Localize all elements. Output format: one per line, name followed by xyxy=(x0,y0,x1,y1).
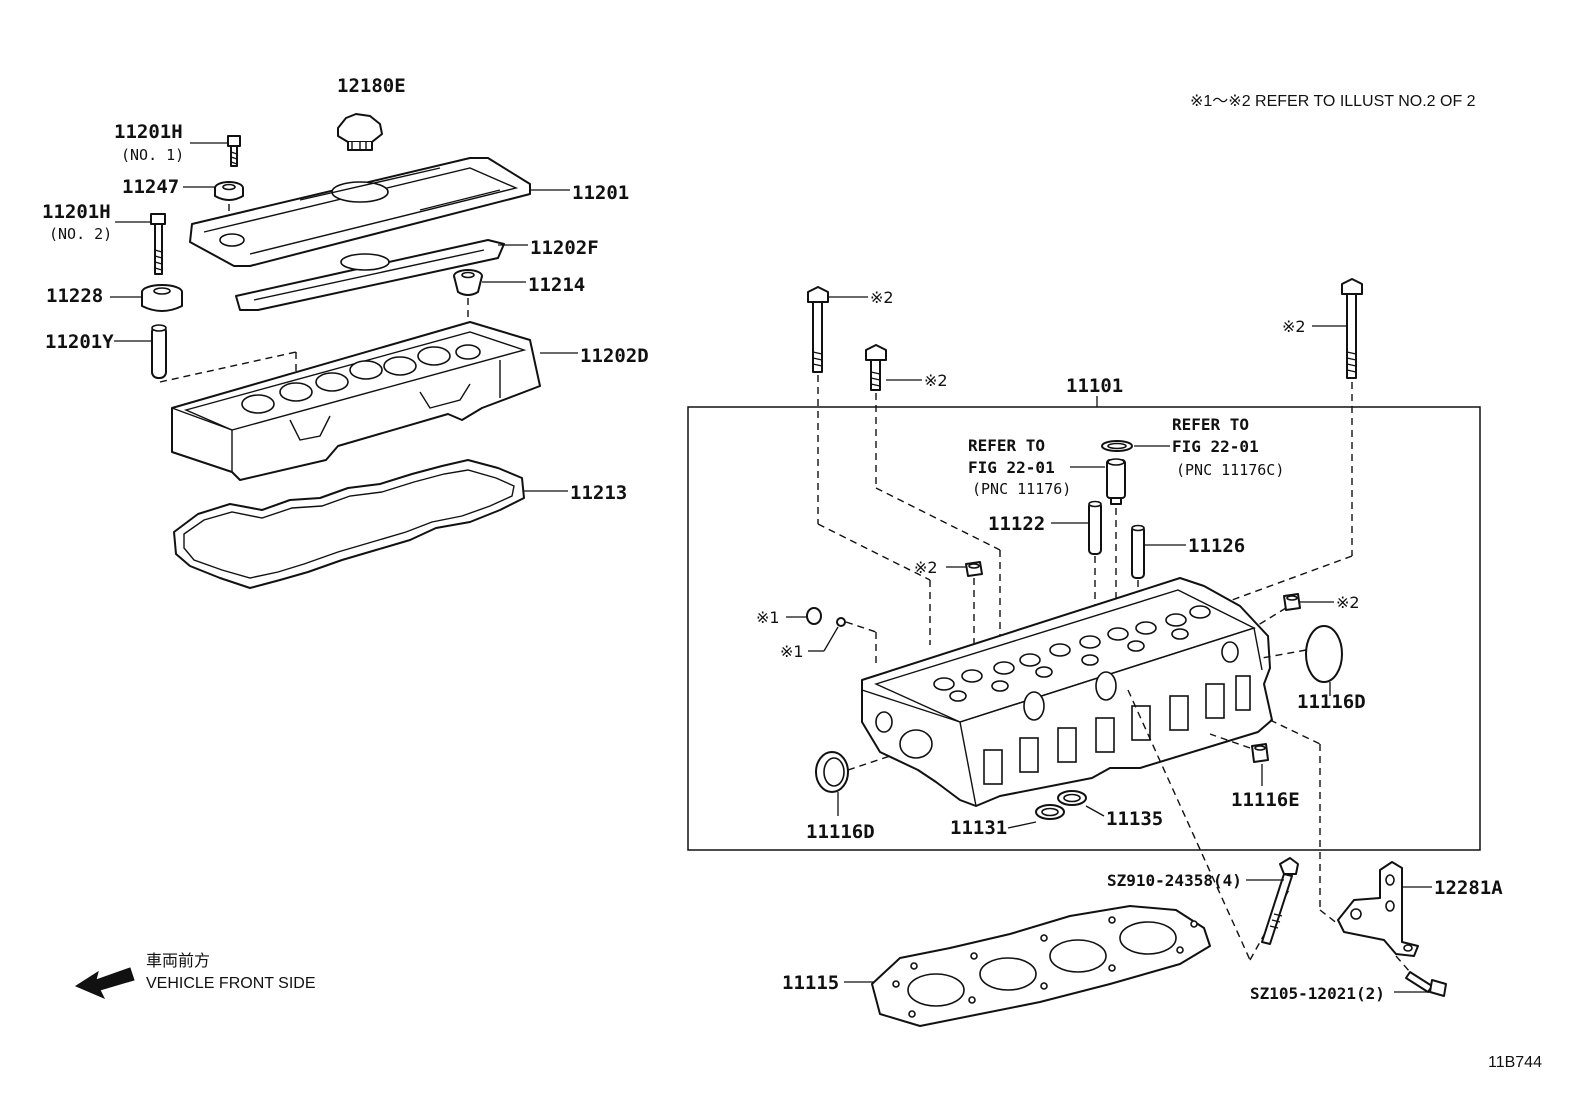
front-label-jp: 車両前方 xyxy=(146,952,210,970)
label-SZ910-24358: SZ910-24358(4) xyxy=(1107,871,1242,890)
plug-mark2-right xyxy=(1283,593,1301,611)
o-ring-11135 xyxy=(1057,790,1087,806)
head-bolt-1 xyxy=(807,286,829,373)
cylinder-head-cover-11202D xyxy=(171,321,541,481)
label-11201H-no1-sub: (NO. 1) xyxy=(121,146,184,164)
label-11201H-no1: 11201H xyxy=(114,121,183,143)
injector-tube-11176 xyxy=(1106,458,1126,505)
sleeve-11201Y xyxy=(151,324,167,379)
cylinder-head-11101 xyxy=(861,577,1273,807)
bolt-11201H-no1 xyxy=(227,135,241,167)
valve-guide-11122 xyxy=(1088,500,1102,555)
assembly-frame-11101 xyxy=(687,406,1481,851)
label-11214: 11214 xyxy=(528,274,585,296)
front-label-en: VEHICLE FRONT SIDE xyxy=(146,975,316,992)
label-11213: 11213 xyxy=(570,482,627,504)
bolt-11201H-no2 xyxy=(150,213,166,275)
valve-guide-11126 xyxy=(1131,524,1145,579)
label-11201: 11201 xyxy=(572,182,629,204)
plug-11116E xyxy=(1251,743,1269,763)
spacer-11228 xyxy=(141,284,183,312)
label-11202F: 11202F xyxy=(530,237,599,259)
head-gasket-11115 xyxy=(871,905,1211,1027)
nut-mark2 xyxy=(965,561,983,577)
label-11116D-right: 11116D xyxy=(1297,691,1366,713)
label-11135: 11135 xyxy=(1106,808,1163,830)
mark-1-a: ※1 xyxy=(756,608,780,627)
label-11122: 11122 xyxy=(988,513,1045,535)
label-11101: 11101 xyxy=(1066,375,1123,397)
label-11115: 11115 xyxy=(782,972,839,994)
label-11126: 11126 xyxy=(1188,535,1245,557)
ref-left-line2: FIG 22-01 xyxy=(968,458,1055,477)
label-11116D-left: 11116D xyxy=(806,821,875,843)
label-11201H-no2-sub: (NO. 2) xyxy=(49,225,112,243)
label-11201Y: 11201Y xyxy=(45,331,114,353)
mark-2-bolt3: ※2 xyxy=(1282,317,1306,336)
ref-right-line3: (PNC 11176C) xyxy=(1176,461,1284,479)
label-11131: 11131 xyxy=(950,817,1007,839)
label-SZ105-12021: SZ105-12021(2) xyxy=(1250,984,1385,1003)
ref-left-line3: (PNC 11176) xyxy=(972,480,1071,498)
bolt-SZ910-24358 xyxy=(1261,857,1299,945)
grommet-11214 xyxy=(453,269,483,296)
illustration-note: ※1〜※2 REFER TO ILLUST NO.2 OF 2 xyxy=(1190,93,1476,110)
cover-gasket-11202F xyxy=(235,239,505,311)
label-11202D: 11202D xyxy=(580,345,649,367)
vehicle-front-arrow-icon xyxy=(74,967,135,999)
label-11228: 11228 xyxy=(46,285,103,307)
bolt-SZ105-12021 xyxy=(1405,971,1447,997)
bracket-12281A xyxy=(1337,861,1419,957)
engine-top-cover-11201 xyxy=(189,157,531,267)
head-bolt-3 xyxy=(1341,278,1363,379)
mark-2-nut: ※2 xyxy=(914,558,938,577)
mark-2-bolt1: ※2 xyxy=(870,288,894,307)
o-ring-11131 xyxy=(1035,804,1065,820)
label-11247: 11247 xyxy=(122,176,179,198)
ball-mark1-b xyxy=(836,617,846,627)
seal-11116D-left xyxy=(815,751,849,793)
label-12281A: 12281A xyxy=(1434,877,1503,899)
grommet-11247 xyxy=(214,181,244,201)
label-11116E: 11116E xyxy=(1231,789,1300,811)
plug-11116D-right xyxy=(1305,625,1343,683)
ref-right-line2: FIG 22-01 xyxy=(1172,437,1259,456)
mark-2-right: ※2 xyxy=(1336,593,1360,612)
illustration-id: 11B744 xyxy=(1488,1054,1542,1071)
mark-2-bolt2: ※2 xyxy=(924,371,948,390)
cover-gasket-11213 xyxy=(173,459,525,589)
label-12180E: 12180E xyxy=(337,75,406,97)
ref-left-line1: REFER TO xyxy=(968,436,1045,455)
head-bolt-2 xyxy=(865,344,887,391)
label-11201H-no2: 11201H xyxy=(42,201,111,223)
mark-1-b: ※1 xyxy=(780,642,804,661)
ref-right-line1: REFER TO xyxy=(1172,415,1249,434)
oil-filler-cap-12180E xyxy=(337,113,383,151)
plug-mark1-a xyxy=(806,607,822,625)
